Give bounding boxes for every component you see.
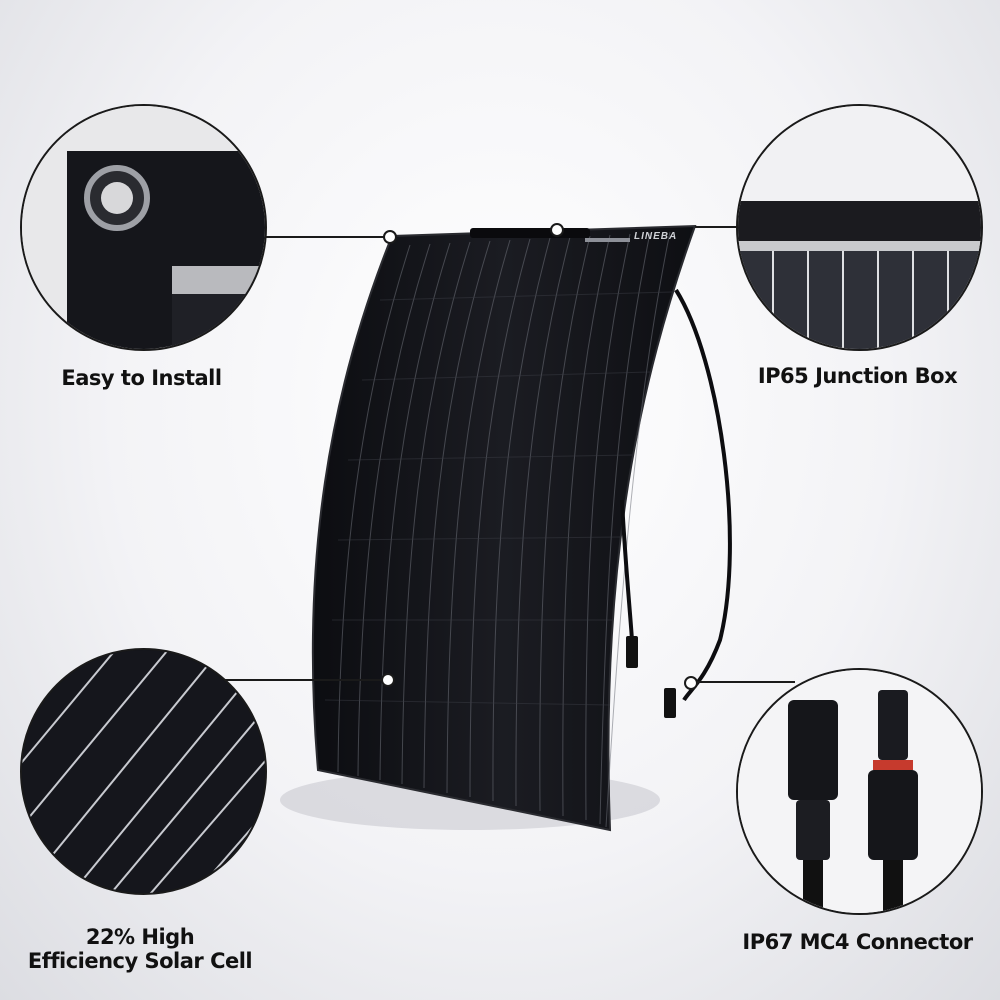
feature-label-install: Easy to Install	[61, 366, 222, 390]
callout-line-install	[265, 236, 390, 238]
feature-label-junction-box: IP65 Junction Box	[757, 364, 958, 388]
detail-circle-connector	[736, 668, 983, 915]
callout-line-cell	[215, 679, 385, 681]
feature-label-solar-cell-line2: Efficiency Solar Cell	[27, 949, 253, 973]
detail-circle-grommet	[20, 104, 267, 351]
callout-line-junction	[695, 226, 737, 228]
callout-dot-cell	[381, 673, 395, 687]
brand-logo: LINEBA	[634, 231, 678, 242]
feature-label-connector: IP67 MC4 Connector	[742, 930, 973, 954]
feature-label-solar-cell-line1: 22% High	[85, 925, 195, 949]
callout-dot-top	[550, 223, 564, 237]
detail-circle-solar-cell	[20, 648, 267, 895]
detail-circle-junction-box	[736, 104, 983, 351]
callout-line-connector	[695, 681, 795, 683]
feature-label-solar-cell: 22% High Efficiency Solar Cell	[10, 925, 270, 973]
callout-dot-connector	[684, 676, 698, 690]
callout-dot-install	[383, 230, 397, 244]
